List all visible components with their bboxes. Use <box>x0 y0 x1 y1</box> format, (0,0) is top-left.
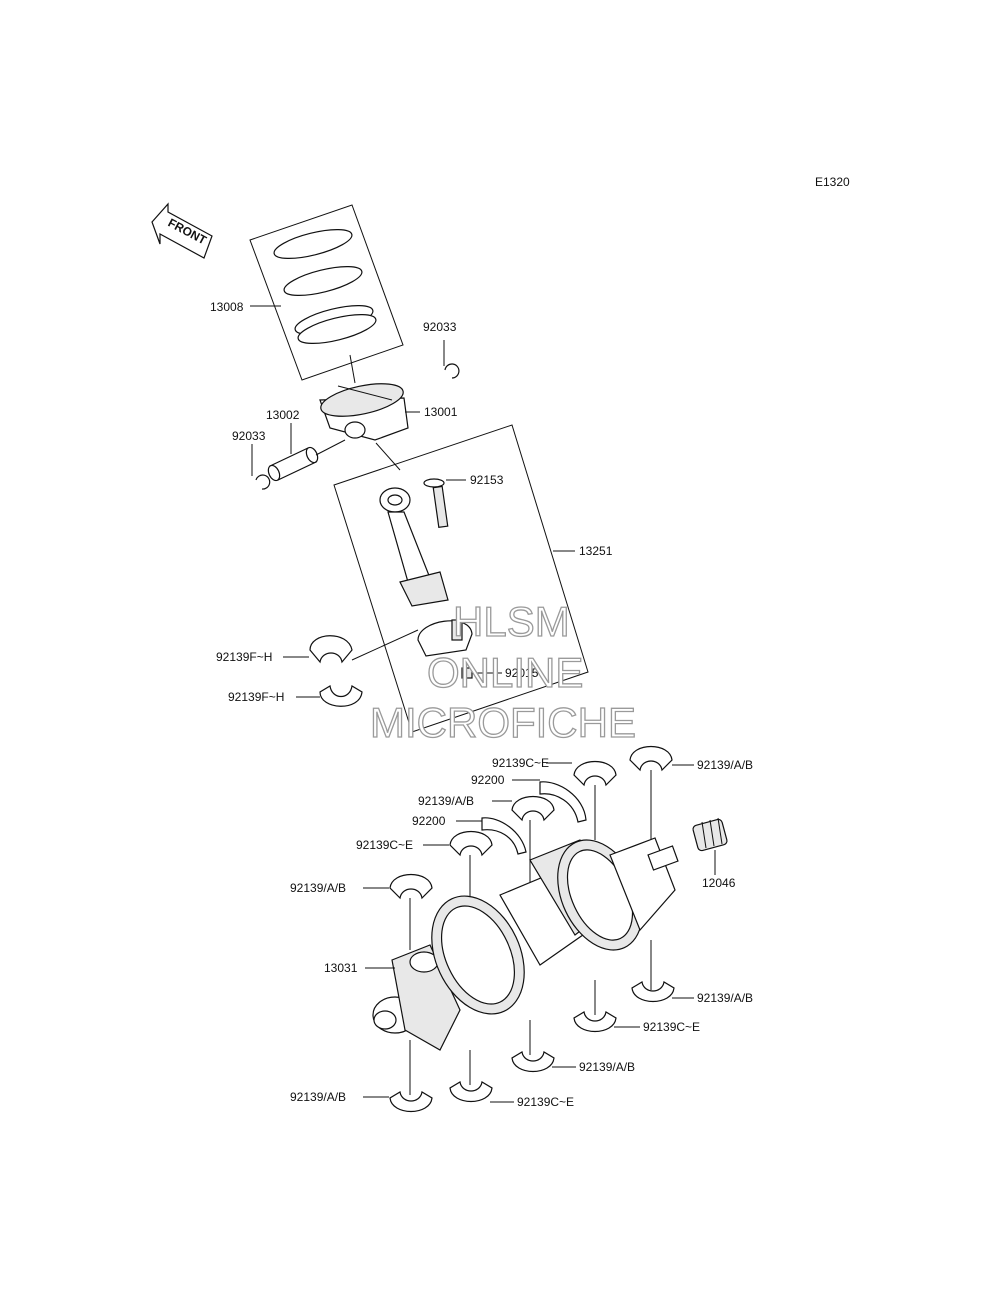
watermark-line-3: MICROFICHE <box>370 699 636 746</box>
label-piston-pin: 13002 <box>266 408 300 422</box>
conrod-bearing-upper[interactable] <box>309 635 353 664</box>
conrod-bearing-lower[interactable] <box>319 685 363 707</box>
piston-rings[interactable] <box>272 224 379 350</box>
label-conrod-bearing-lower: 92139F~H <box>228 690 284 704</box>
label-main-bearing-top-a-b-mid: 92139/A/B <box>418 794 474 808</box>
watermark-line-2: ONLINE <box>427 649 583 696</box>
main-bearing-bottom-a-b-mid[interactable] <box>511 1051 555 1072</box>
main-bearing-bottom-a-b-left[interactable] <box>389 1091 433 1112</box>
label-needle-bearing: 12046 <box>702 876 736 890</box>
label-piston: 13001 <box>424 405 458 419</box>
label-conrod-nut: 92015 <box>505 666 539 680</box>
label-piston-rings: 13008 <box>210 300 244 314</box>
front-arrow-icon: FRONT <box>151 202 213 259</box>
main-bearing-top-a-b-mid[interactable] <box>511 796 555 822</box>
diagram-code: E1320 <box>815 175 850 189</box>
label-main-bearing-top-a-b-left: 92139/A/B <box>290 881 346 895</box>
label-circlip-top: 92033 <box>423 320 457 334</box>
main-bearing-top-c-e[interactable] <box>573 761 617 787</box>
label-main-bearing-bottom-a-b-right: 92139/A/B <box>697 991 753 1005</box>
piston[interactable] <box>318 378 409 441</box>
label-circlip-left: 92033 <box>232 429 266 443</box>
main-bearing-top-a-b-right[interactable] <box>629 746 673 772</box>
crankshaft[interactable] <box>372 826 679 1051</box>
conrod-bolt[interactable] <box>423 478 449 529</box>
thrust-washer-1[interactable] <box>539 781 587 823</box>
label-main-bearing-bottom-c-e-left: 92139C~E <box>517 1095 574 1109</box>
main-bearing-bottom-c-e-left[interactable] <box>449 1081 493 1102</box>
label-main-bearing-bottom-a-b-left: 92139/A/B <box>290 1090 346 1104</box>
label-main-bearing-bottom-a-b-mid: 92139/A/B <box>579 1060 635 1074</box>
main-bearing-top-c-e-2[interactable] <box>449 831 493 857</box>
label-main-bearing-top-c-e-2: 92139C~E <box>356 838 413 852</box>
conrod-cap[interactable] <box>417 619 473 657</box>
label-thrust-washer-2: 92200 <box>412 814 446 828</box>
needle-bearing[interactable] <box>692 817 728 852</box>
label-crankshaft: 13031 <box>324 961 358 975</box>
main-bearing-bottom-a-b-right[interactable] <box>631 981 675 1002</box>
thrust-washer-2[interactable] <box>481 817 527 855</box>
circlip-top[interactable] <box>444 363 460 379</box>
label-main-bearing-top-a-b-right: 92139/A/B <box>697 758 753 772</box>
label-main-bearing-top-c-e: 92139C~E <box>492 756 549 770</box>
connecting-rod[interactable] <box>379 487 449 607</box>
label-conrod-bolt: 92153 <box>470 473 504 487</box>
circlip-left[interactable] <box>255 474 271 490</box>
label-thrust-washer-1: 92200 <box>471 773 505 787</box>
piston-pin[interactable] <box>266 446 320 483</box>
label-main-bearing-bottom-c-e-right: 92139C~E <box>643 1020 700 1034</box>
main-bearing-bottom-c-e-right[interactable] <box>573 1011 617 1032</box>
label-connecting-rod: 13251 <box>579 544 613 558</box>
piston-rings-group-box <box>249 204 404 381</box>
label-conrod-bearing-upper: 92139F~H <box>216 650 272 664</box>
watermark-line-1: HLSM <box>453 598 570 645</box>
connecting-rod-group-box <box>333 424 589 733</box>
main-bearing-top-a-b-left[interactable] <box>389 874 433 900</box>
